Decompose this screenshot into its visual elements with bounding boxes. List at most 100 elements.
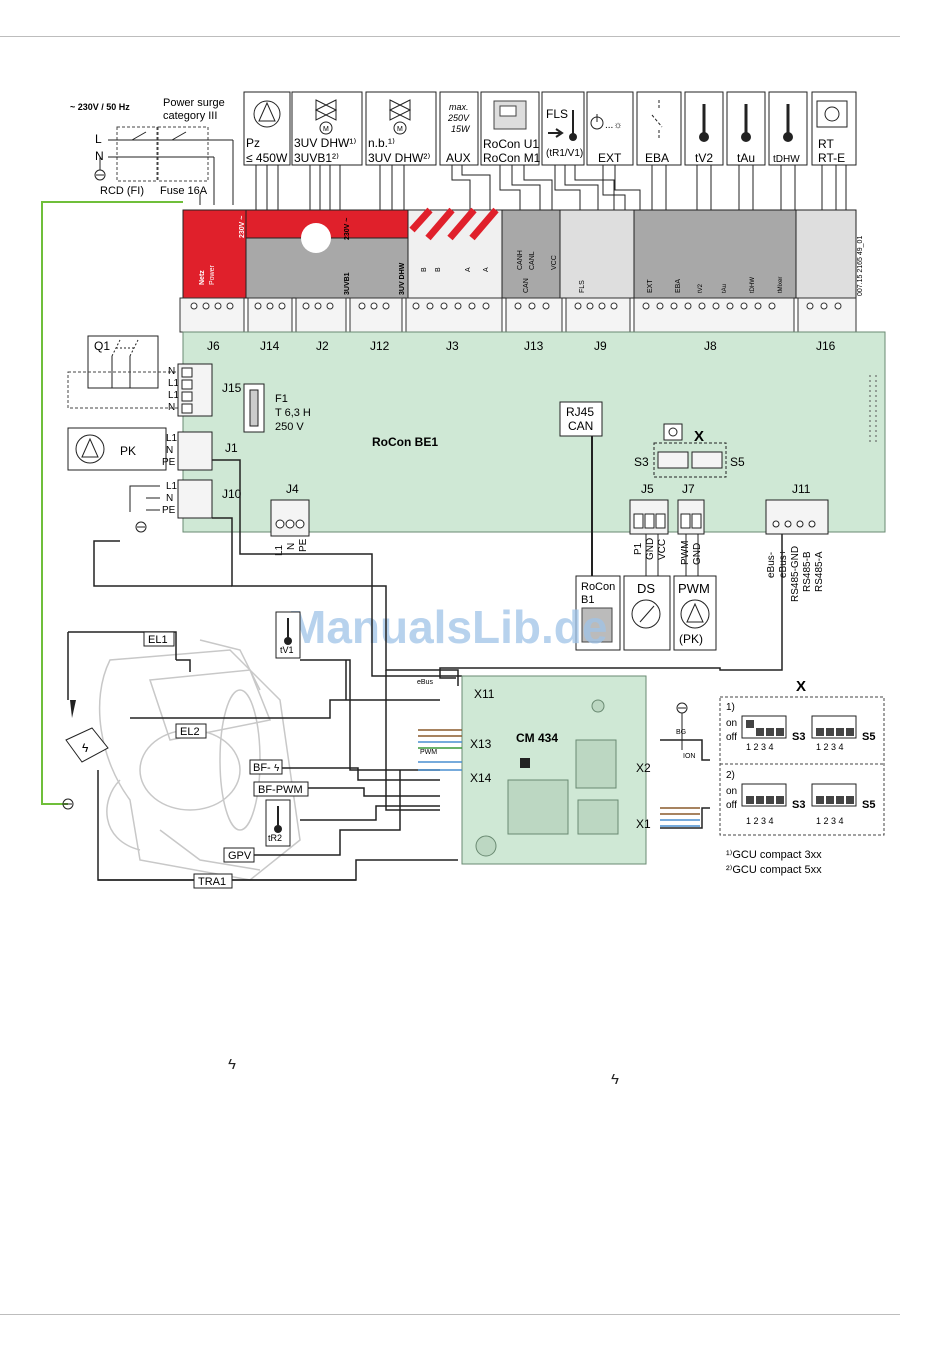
svg-text:250 V: 250 V: [275, 421, 304, 433]
svg-text:1 2 3 4: 1 2 3 4: [816, 816, 844, 826]
svg-text:S5: S5: [730, 455, 745, 469]
rocon-u1-label2: RoCon M1: [483, 151, 541, 165]
svg-text:tR2: tR2: [268, 833, 282, 843]
conn-j12: J12: [370, 339, 390, 353]
svg-text:VCC: VCC: [657, 539, 668, 560]
fuse-label: Fuse 16A: [160, 185, 208, 197]
svg-text:PWM: PWM: [678, 581, 710, 596]
nb-label1: n.b.¹⁾: [368, 136, 395, 150]
svg-text:PE: PE: [162, 457, 176, 468]
3uvdhw-label2: 3UVB1²⁾: [294, 151, 339, 165]
footer-symbol-right: ϟ: [611, 1071, 619, 1088]
svg-text:1): 1): [726, 702, 735, 713]
svg-text:250V: 250V: [447, 113, 470, 123]
rcd-label: RCD (FI): [100, 185, 144, 197]
dip-s3: [657, 451, 689, 469]
svg-text:Power: Power: [209, 264, 216, 285]
svg-text:GND: GND: [645, 538, 656, 560]
j15-label: J15: [222, 381, 242, 395]
tra1-label: TRA1: [198, 876, 226, 888]
nb-label2: 3UV DHW²⁾: [368, 151, 430, 165]
svg-text:Netz: Netz: [199, 270, 206, 285]
svg-text:tV1: tV1: [280, 645, 294, 655]
earth-wire: [41, 201, 183, 805]
svg-text:L1: L1: [166, 433, 178, 444]
reset-button: [663, 423, 683, 441]
pz-label1: Pz: [246, 136, 260, 150]
strip-marker: [301, 223, 331, 253]
svg-text:B: B: [421, 267, 428, 272]
aux-box: [439, 91, 479, 166]
gpv-label: GPV: [228, 850, 252, 862]
svg-text:T 6,3 H: T 6,3 H: [275, 407, 311, 419]
pump-icon: [253, 100, 281, 128]
svg-text:tMixer: tMixer: [778, 277, 784, 293]
svg-text:S5: S5: [862, 731, 875, 743]
svg-text:off: off: [726, 800, 737, 811]
svg-text:S3: S3: [792, 799, 805, 811]
tau-label: tAu: [737, 151, 755, 165]
rt-label2: RT-E: [818, 151, 845, 165]
svg-text:L1: L1: [166, 481, 178, 492]
supply-l: L: [95, 132, 102, 146]
svg-text:1 2 3 4: 1 2 3 4: [746, 742, 774, 752]
conn-j2: J2: [316, 339, 329, 353]
strip-code: 007.15 2165 49_01: [857, 236, 864, 296]
svg-text:RS485-A: RS485-A: [814, 551, 825, 592]
svg-text:1 2 3 4: 1 2 3 4: [746, 816, 774, 826]
svg-text:PWM: PWM: [420, 749, 437, 756]
conn-j9: J9: [594, 339, 607, 353]
valve-icon: [314, 99, 338, 121]
dip-s5: [691, 451, 723, 469]
svg-text:S3: S3: [634, 455, 649, 469]
svg-text:A: A: [483, 267, 490, 272]
svg-text:PE: PE: [162, 505, 176, 516]
lower-modules: RoCon B1 DS PWM (PK): [575, 534, 717, 651]
conn-j13: J13: [524, 339, 544, 353]
dip-title: X: [796, 678, 806, 695]
dip-note1: ¹⁾GCU compact 3xx: [726, 849, 822, 861]
svg-text:X14: X14: [470, 771, 492, 785]
conn-j16: J16: [816, 339, 836, 353]
svg-text:RoCon: RoCon: [581, 581, 615, 593]
eba-box: [636, 91, 682, 166]
strip-red: [182, 209, 247, 299]
svg-text:M: M: [323, 126, 329, 133]
svg-text:230V ~: 230V ~: [344, 218, 351, 240]
svg-text:FLS: FLS: [546, 107, 568, 121]
svg-text:PE: PE: [298, 538, 309, 552]
j11-label: J11: [792, 482, 811, 496]
rcd-box: [116, 126, 158, 182]
svg-text:P1: P1: [633, 542, 644, 555]
svg-text:L1: L1: [168, 378, 180, 389]
pressure-sensor-icon: [631, 599, 661, 629]
surge-line1: Power surge: [163, 97, 225, 109]
conn-j6: J6: [207, 339, 220, 353]
svg-text:eBus+: eBus+: [778, 549, 789, 578]
pump-icon-pk: [75, 434, 105, 464]
svg-text:eBus-: eBus-: [766, 552, 777, 578]
svg-text:N: N: [166, 493, 173, 504]
top-rule: [0, 36, 900, 37]
3uvdhw-label1: 3UV DHW¹⁾: [294, 136, 356, 150]
svg-text:CAN: CAN: [568, 419, 593, 433]
svg-text:RS485-B: RS485-B: [802, 551, 813, 592]
svg-text:FLS: FLS: [579, 280, 586, 293]
svg-text:EBA: EBA: [675, 279, 682, 293]
svg-text:X13: X13: [470, 737, 492, 751]
svg-text:X2: X2: [636, 761, 651, 775]
svg-text:N: N: [286, 543, 297, 550]
aux-label: AUX: [446, 151, 471, 165]
ext-box: [586, 91, 634, 166]
supply-voltage: ~ 230V / 50 Hz: [70, 102, 130, 112]
svg-text:eBus: eBus: [417, 679, 433, 686]
svg-text:N: N: [168, 366, 175, 377]
rj45-box: [559, 401, 603, 437]
svg-text:S3: S3: [792, 731, 805, 743]
svg-text:Q1: Q1: [94, 339, 110, 353]
dip-legend: X 1) on off 1 2 3 4 S3 1 2 3 4 S5 2) on …: [719, 678, 885, 876]
j10-label: J10: [222, 487, 242, 501]
svg-text:3UVB1: 3UVB1: [344, 272, 351, 295]
rocon-be1-board: J6 J14 J2 J12 J3 J13 J9 J8 J16 RoCon BE1…: [67, 331, 886, 602]
top-wires: [255, 165, 847, 210]
